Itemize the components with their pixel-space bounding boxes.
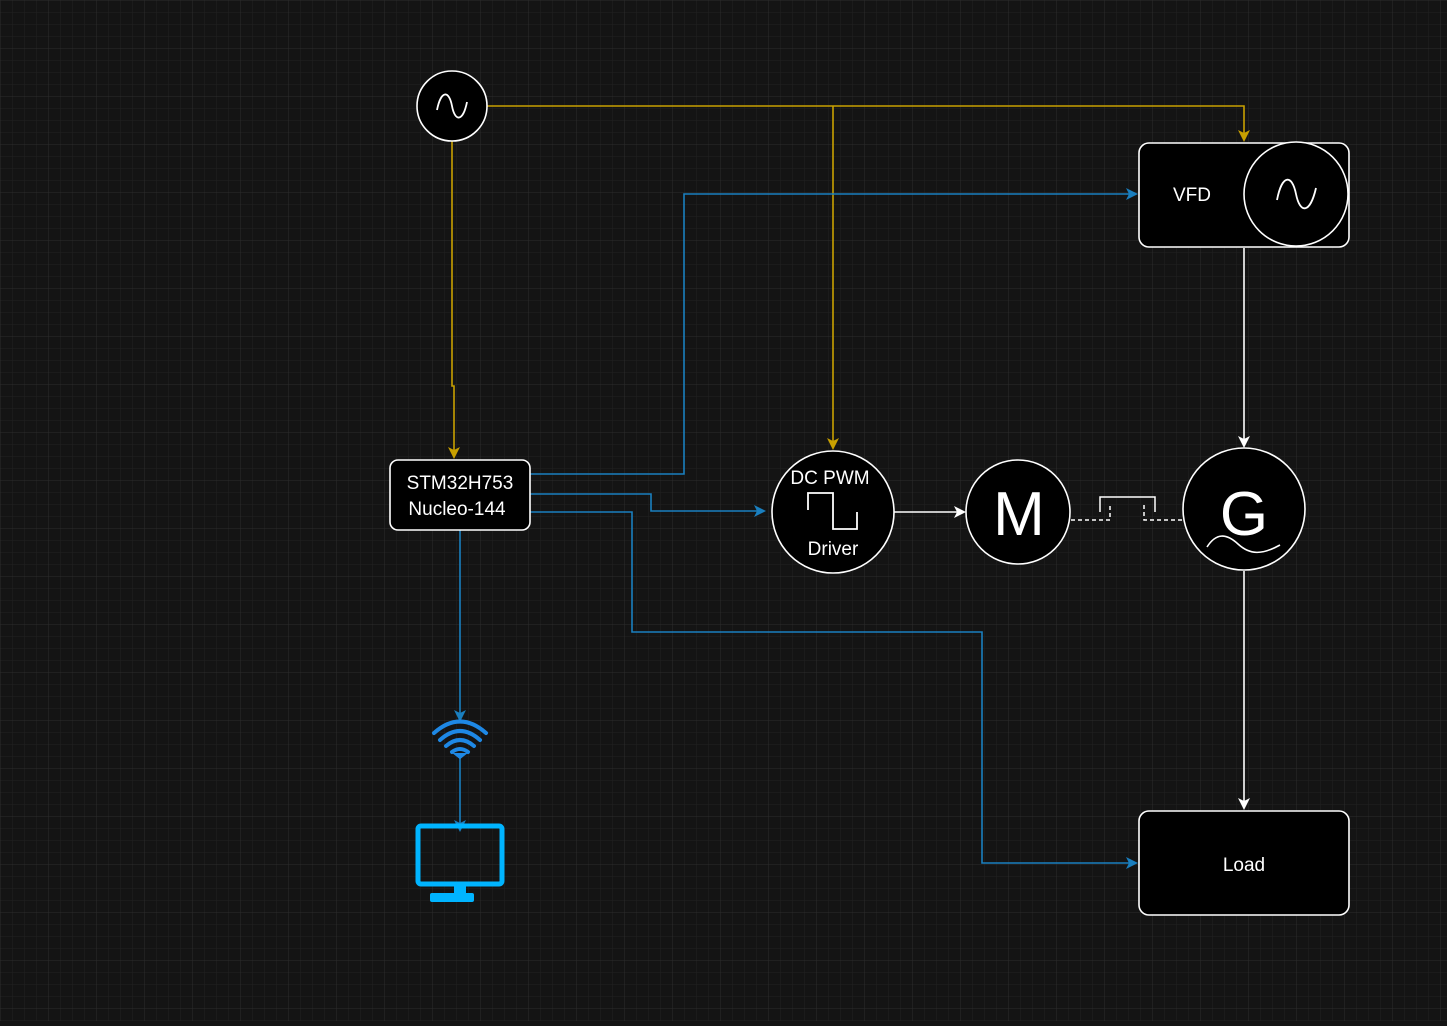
- edge-controller-to-dc-pwm-driver[interactable]: [530, 493, 766, 517]
- edge-controller-to-load[interactable]: [530, 511, 1138, 869]
- generator-label: G: [1220, 480, 1268, 549]
- monitor-icon[interactable]: [415, 823, 505, 902]
- ac-power-edges: [448, 105, 1250, 459]
- load-node[interactable]: Load: [1138, 810, 1350, 916]
- signal-edges: [454, 188, 1138, 869]
- wifi-icon[interactable]: [432, 719, 488, 760]
- motor-label: M: [993, 480, 1045, 549]
- controller-label-line2: Nucleo-144: [408, 499, 506, 520]
- square-wave-icon: [807, 492, 858, 530]
- generator-node[interactable]: G: [1182, 447, 1306, 571]
- dc-pwm-driver-node[interactable]: DC PWM Driver: [771, 450, 895, 574]
- ac-source-node[interactable]: [416, 70, 488, 142]
- sine-wave-icon: [436, 93, 468, 119]
- driver-label-line2: Driver: [808, 539, 859, 560]
- edge-ac-to-controller[interactable]: [448, 140, 460, 459]
- motor-node[interactable]: M: [965, 459, 1071, 565]
- vfd-node[interactable]: VFD: [1138, 141, 1350, 248]
- power-edges: [894, 248, 1250, 810]
- driver-label-line1: DC PWM: [790, 468, 869, 489]
- edge-controller-to-vfd[interactable]: [530, 188, 1138, 475]
- mechanical-coupling[interactable]: [1071, 496, 1183, 521]
- controller-label-line1: STM32H753: [407, 473, 514, 494]
- vfd-label: VFD: [1173, 185, 1211, 206]
- load-label: Load: [1223, 855, 1265, 876]
- controller-node[interactable]: STM32H753 Nucleo-144: [389, 459, 531, 531]
- edge-ac-to-vfd[interactable]: [487, 105, 1250, 142]
- sine-wave-icon: [1276, 178, 1317, 210]
- sine-wave-icon: [1206, 535, 1281, 554]
